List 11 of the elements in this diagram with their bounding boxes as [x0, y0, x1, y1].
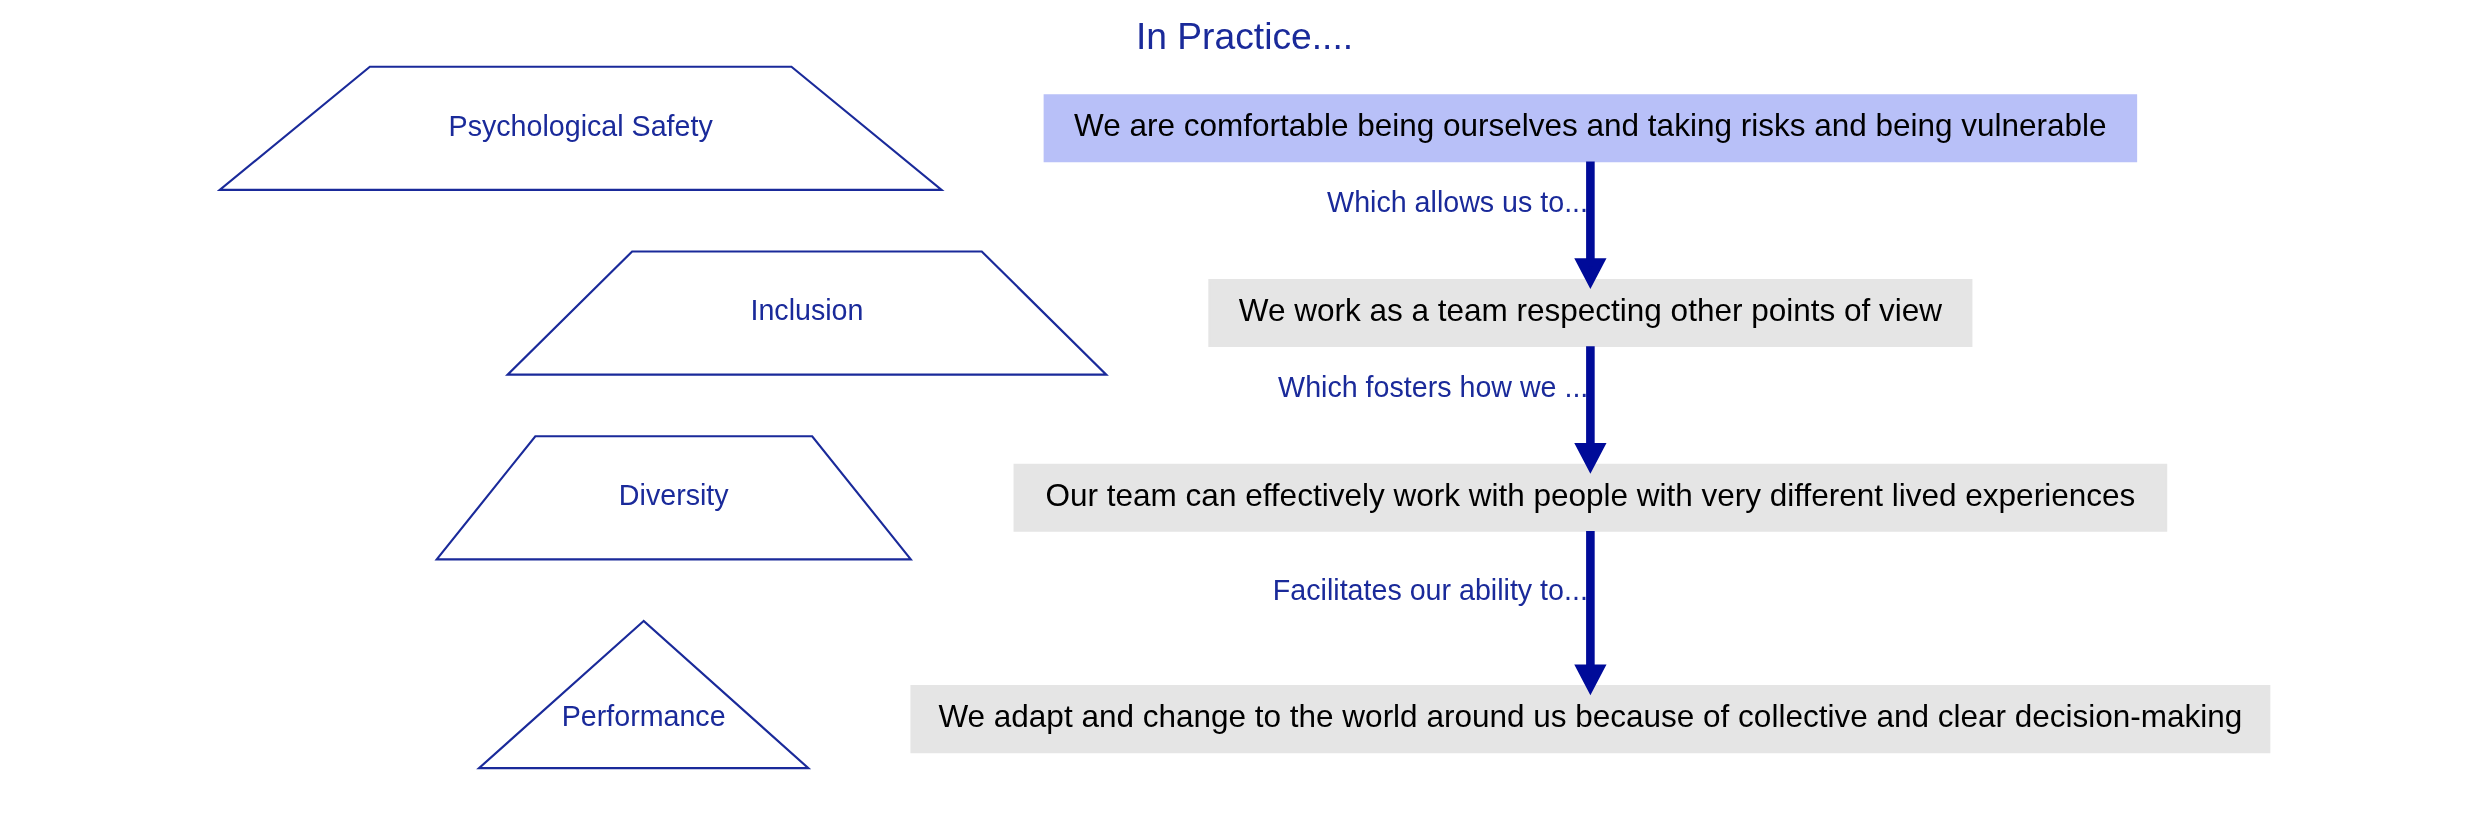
edge-label: Which allows us to... [1326, 186, 1588, 219]
node-box: Our team can effectively work with people with very different lived experiences [1013, 463, 2167, 532]
arrow [1573, 161, 1606, 289]
edge-label: Which fosters how we ... [1277, 370, 1588, 403]
arrow [1573, 346, 1606, 474]
diagram-title: In Practice.... [1135, 15, 1353, 58]
node-box: We adapt and change to the world around us because of collective and clear decision-making [909, 685, 2270, 754]
arrow [1573, 531, 1606, 696]
node-box: We are comfortable being ourselves and taking risks and being vulnerable [1043, 94, 2137, 163]
edge-label: Facilitates our ability to... [1272, 573, 1588, 606]
node-box: We work as a team respecting other points of view [1207, 279, 1972, 348]
